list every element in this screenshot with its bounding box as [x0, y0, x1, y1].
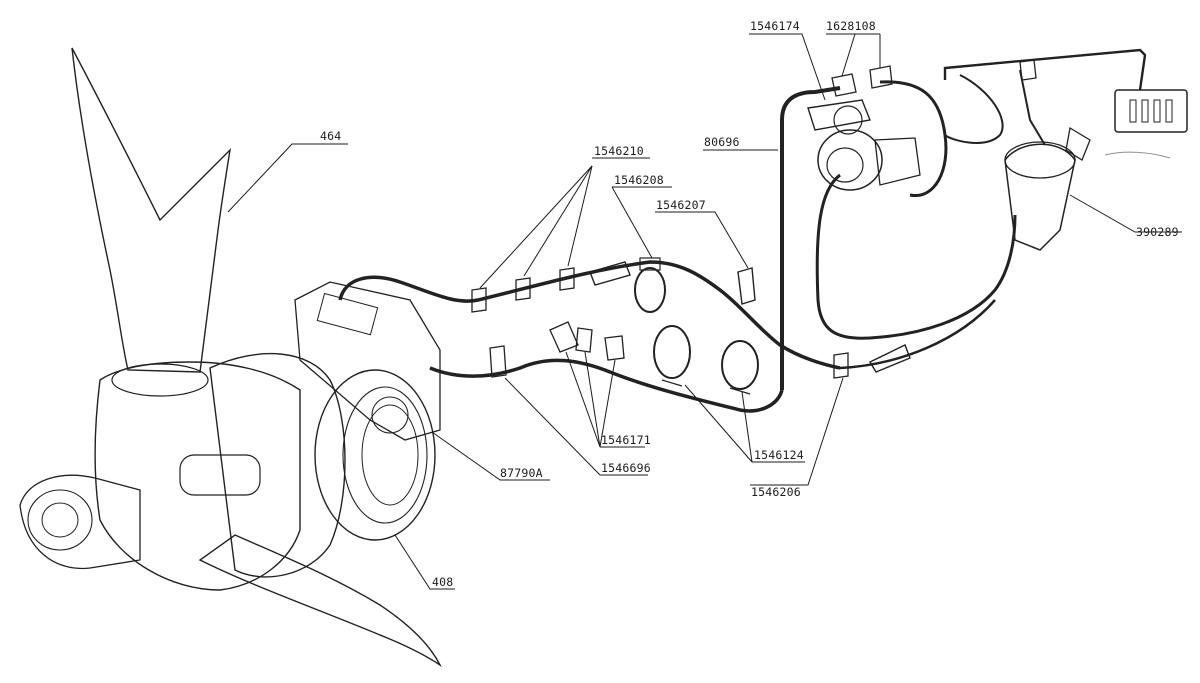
timer-gearbox [874, 137, 921, 186]
bracket-clips-1546210 [471, 267, 575, 313]
lower-conduit [429, 358, 784, 413]
label-464: 464 [320, 129, 341, 143]
clips-1546171 [549, 321, 625, 361]
label-87790a: 87790A [500, 466, 543, 480]
propeller-assembly [19, 47, 442, 668]
label-80696: 80696 [704, 135, 740, 149]
propeller-hub [94, 361, 301, 591]
clamp-1546208 [634, 257, 666, 313]
connector-plug [589, 261, 631, 286]
lower-return-conduit [839, 299, 996, 370]
propeller-blade-upper [71, 47, 232, 373]
slip-ring-assembly [314, 369, 436, 541]
label-1546174: 1546174 [750, 19, 800, 33]
brush-block-housing [294, 281, 441, 441]
loop-clamps-1546124 [653, 325, 759, 395]
label-1546207: 1546207 [656, 198, 706, 212]
hub-side-stub [179, 454, 261, 496]
spinner-front-face [27, 489, 93, 551]
propeller-blade-lower [198, 534, 442, 668]
upper-right-conduit [879, 80, 948, 197]
label-408: 408 [432, 575, 453, 589]
timer-motor [817, 129, 883, 191]
mounting-bracket-1546174 [807, 99, 871, 131]
leader-lines [227, 33, 1182, 590]
label-390289: 390289 [1136, 225, 1179, 239]
label-1628108: 1628108 [826, 19, 876, 33]
label-1546696: 1546696 [601, 461, 651, 475]
engine-nose-case [209, 352, 346, 578]
brush-block-boss [371, 396, 409, 434]
label-1546208: 1546208 [614, 173, 664, 187]
label-1546171: 1546171 [601, 433, 651, 447]
timer-relay-unit [807, 65, 921, 191]
clip-1546696 [489, 345, 507, 378]
terminal-panel [1104, 89, 1188, 159]
clamp-1628108-b [869, 65, 893, 89]
label-1546210: 1546210 [594, 144, 644, 158]
timer-loop-conduit [815, 173, 1017, 340]
lower-connector-plug [869, 344, 911, 373]
spinner-nose [19, 474, 141, 570]
rail-to-control-box [943, 48, 1147, 91]
rheostat-390289 [1004, 59, 1091, 251]
vertical-conduit-80696 [780, 86, 841, 390]
label-1546206: 1546206 [751, 485, 801, 499]
wiring-harness [338, 48, 1147, 413]
blade-root-collar [111, 363, 209, 397]
clip-1546206 [833, 352, 849, 379]
label-1546124: 1546124 [754, 448, 804, 462]
clamp-1628108-a [831, 73, 857, 97]
clip-1546207 [737, 267, 756, 305]
part-labels: 464 408 87790A 1546210 1546208 1546207 1… [320, 19, 1179, 589]
